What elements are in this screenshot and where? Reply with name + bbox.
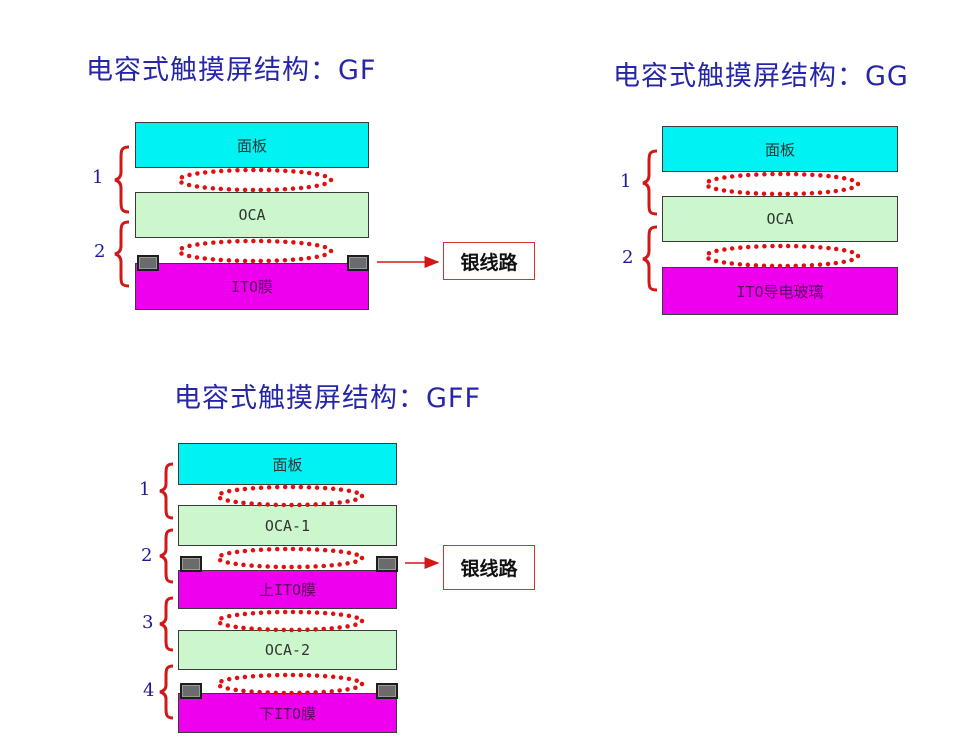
gf-silver-pad-right — [347, 255, 369, 271]
gff-oca1-layer: OCA-1 — [178, 505, 397, 546]
gg-charge-ellipse-1 — [703, 171, 861, 197]
gff-charge-ellipse-3 — [215, 609, 365, 633]
gf-silver-line-label: 银线路 — [443, 242, 535, 280]
gf-bracket-number-1: 1 — [92, 167, 104, 188]
gff-oca2-layer: OCA-2 — [178, 630, 397, 670]
gf-charge-ellipse-1 — [176, 167, 334, 193]
gf-silver-pad-left — [137, 255, 159, 271]
gff-bracket-number-1: 1 — [139, 479, 151, 500]
gg-charge-ellipse-2 — [703, 243, 861, 269]
gff-silver-line-label: 银线路 — [443, 545, 535, 590]
gf-ito-label: ITO膜 — [230, 278, 274, 296]
gf-panel-layer: 面板 — [135, 122, 369, 168]
gff-lower-ito-label: 下ITO膜 — [258, 704, 317, 723]
gff-charge-ellipse-1 — [215, 484, 365, 508]
gff-bracket-4 — [159, 664, 174, 720]
gg-ito-layer: ITO导电玻璃 — [662, 267, 898, 315]
gff-upper-silver-pad-left — [180, 556, 202, 572]
gf-bracket-1 — [114, 145, 130, 214]
gff-charge-ellipse-4 — [215, 672, 365, 696]
gff-upper-ito-label: 上ITO膜 — [258, 581, 317, 599]
gg-bracket-2 — [642, 225, 658, 292]
gg-panel-label: 面板 — [764, 140, 795, 159]
gf-oca-label: OCA — [238, 206, 266, 224]
gf-title: 电容式触摸屏结构：GF — [86, 55, 377, 86]
gf-bracket-number-2: 2 — [94, 241, 106, 262]
gf-panel-label: 面板 — [236, 136, 267, 155]
gf-bracket-2 — [114, 220, 130, 288]
gf-oca-layer: OCA — [135, 192, 369, 238]
gg-bracket-1 — [642, 149, 658, 216]
gff-upper-ito-layer: 上ITO膜 — [178, 570, 397, 609]
gg-bracket-number-2: 2 — [622, 247, 634, 268]
gff-bracket-number-2: 2 — [141, 545, 153, 566]
gg-title: 电容式触摸屏结构：GG — [613, 61, 909, 92]
gg-oca-label: OCA — [766, 210, 794, 228]
gff-title: 电容式触摸屏结构：GFF — [174, 383, 481, 414]
gff-oca2-label: OCA-2 — [264, 641, 311, 659]
gff-lower-silver-pad-right — [376, 683, 398, 699]
gff-lower-silver-pad-left — [180, 683, 202, 699]
gg-ito-label: ITO导电玻璃 — [736, 282, 824, 301]
gg-bracket-number-1: 1 — [620, 171, 632, 192]
gf-charge-ellipse-2 — [176, 238, 334, 264]
gff-upper-silver-pad-right — [376, 556, 398, 572]
gf-ito-layer: ITO膜 — [135, 263, 369, 310]
gff-bracket-number-3: 3 — [142, 612, 154, 633]
gff-bracket-1 — [159, 462, 174, 520]
gff-panel-label: 面板 — [272, 455, 303, 474]
gff-lower-ito-layer: 下ITO膜 — [178, 693, 397, 733]
gff-bracket-3 — [159, 596, 174, 652]
gg-oca-layer: OCA — [662, 196, 898, 242]
gff-charge-ellipse-2 — [215, 546, 365, 570]
gff-bracket-number-4: 4 — [143, 680, 155, 701]
gff-oca1-label: OCA-1 — [264, 516, 311, 535]
gg-panel-layer: 面板 — [662, 126, 898, 172]
gff-bracket-2 — [159, 528, 174, 584]
gff-panel-layer: 面板 — [178, 443, 397, 485]
